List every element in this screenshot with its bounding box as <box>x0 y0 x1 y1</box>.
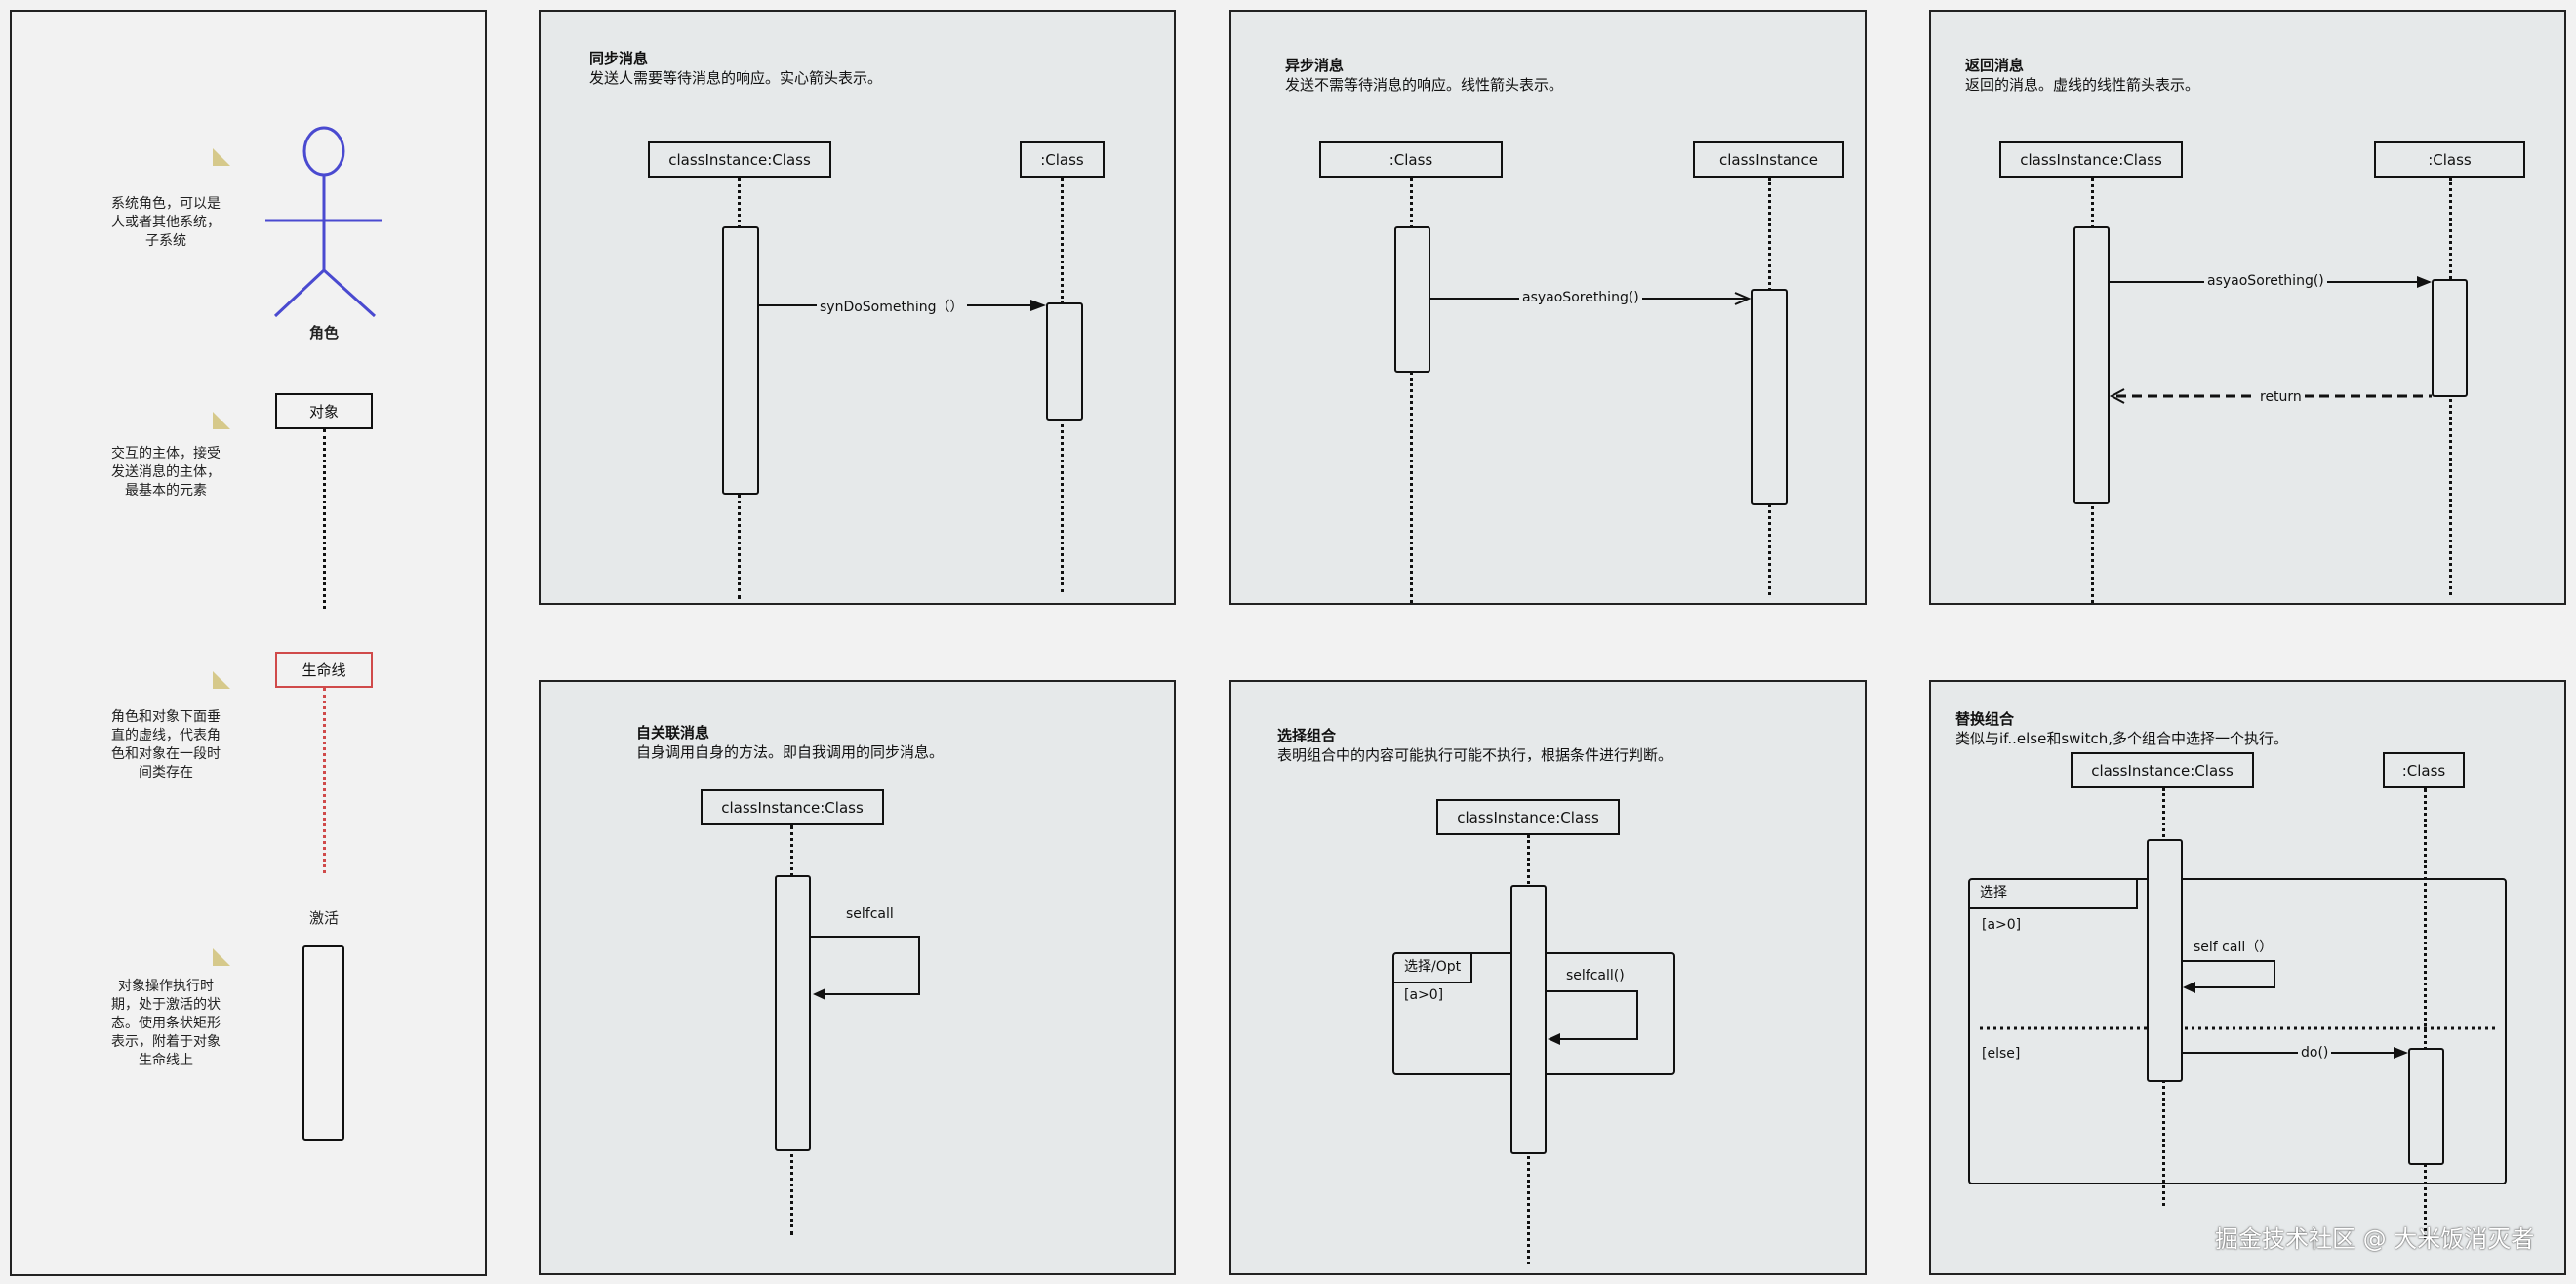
opt-frame-tag: 选择/Opt <box>1394 954 1473 983</box>
lifeline-red <box>323 688 326 873</box>
alt-frame-tag: 选择 <box>1970 880 2138 909</box>
object-lifeline <box>323 429 326 609</box>
self-call-arrow <box>811 936 920 1000</box>
alt-condition-2: [else] <box>1982 1046 2021 1062</box>
alt-condition-1: [a>0] <box>1982 917 2022 933</box>
async-title: 异步消息发送不需等待消息的响应。线性箭头表示。 <box>1285 57 1564 94</box>
sync-title: 同步消息发送人需要等待消息的响应。实心箭头表示。 <box>589 50 883 87</box>
alt-activation-a <box>2147 839 2183 1082</box>
self-object: classInstance:Class <box>701 789 884 825</box>
self-panel: 自关联消息自身调用自身的方法。即自我调用的同步消息。 classInstance… <box>539 680 1176 1275</box>
return-title: 返回消息返回的消息。虚线的线性箭头表示。 <box>1965 57 2200 94</box>
actor-label: 角色 <box>308 324 339 341</box>
sync-activation-a <box>722 226 759 495</box>
opt-self-call-arrow <box>1547 990 1638 1045</box>
note-marker-icon <box>213 948 230 966</box>
async-panel: 异步消息发送不需等待消息的响应。线性箭头表示。 :Class classInst… <box>1229 10 1867 605</box>
return-activation-b <box>2432 279 2468 397</box>
return-activation-a <box>2073 226 2110 504</box>
async-lifeline-a <box>1410 178 1413 603</box>
alt-lifeline-b <box>2424 788 2427 1239</box>
return-message-label: asyaoSorething() <box>2204 273 2327 289</box>
opt-self-call-label: selfcall() <box>1566 968 1625 983</box>
opt-condition: [a>0] <box>1404 987 1444 1003</box>
return-message-arrows <box>2109 276 2432 404</box>
actor-icon <box>265 126 382 318</box>
self-call-label: selfcall <box>846 906 894 922</box>
lifeline-note: 角色和对象下面垂直的虚线，代表角色和对象在一段时间类存在 <box>111 709 221 781</box>
alt-separator-and-arrows <box>1980 960 2499 1059</box>
actor-note: 系统角色，可以是人或者其他系统，子系统 <box>111 196 221 249</box>
opt-panel: 选择组合表明组合中的内容可能执行可能不执行，根据条件进行判断。 classIns… <box>1229 680 1867 1275</box>
activation-label: 激活 <box>308 909 339 927</box>
sync-panel: 同步消息发送人需要等待消息的响应。实心箭头表示。 classInstance:C… <box>539 10 1176 605</box>
return-object-b: :Class <box>2374 141 2525 178</box>
legend-panel: 系统角色，可以是人或者其他系统，子系统 角色 交互的主体，接受发送消息的主体，最… <box>10 10 487 1276</box>
object-note: 交互的主体，接受发送消息的主体，最基本的元素 <box>111 446 221 499</box>
self-activation <box>775 875 811 1151</box>
lifeline-box: 生命线 <box>275 652 373 688</box>
return-object-a: classInstance:Class <box>1999 141 2183 178</box>
return-reply-label: return <box>2257 389 2305 405</box>
async-activation-b <box>1751 289 1788 505</box>
async-message-arrow <box>1430 292 1751 305</box>
async-object-b: classInstance <box>1693 141 1844 178</box>
return-panel: 返回消息返回的消息。虚线的线性箭头表示。 classInstance:Class… <box>1929 10 2566 605</box>
alt-panel: 替换组合类似与if..else和switch,多个组合中选择一个执行。 clas… <box>1929 680 2566 1275</box>
object-box: 对象 <box>275 393 373 429</box>
opt-title: 选择组合表明组合中的内容可能执行可能不执行，根据条件进行判断。 <box>1277 727 1673 764</box>
note-marker-icon <box>213 671 230 689</box>
activation-note: 对象操作执行时期，处于激活的状态。使用条状矩形表示，附着于对象生命线上 <box>111 979 221 1068</box>
alt-title: 替换组合类似与if..else和switch,多个组合中选择一个执行。 <box>1955 710 2288 747</box>
opt-object: classInstance:Class <box>1436 799 1620 835</box>
sync-activation-b <box>1046 302 1083 421</box>
note-marker-icon <box>213 412 230 429</box>
activation-bar <box>302 945 344 1141</box>
alt-frame: 选择 [a>0] [else] <box>1968 878 2507 1184</box>
alt-self-call-label: self call（） <box>2194 940 2274 955</box>
async-object-a: :Class <box>1319 141 1503 178</box>
alt-activation-b <box>2408 1048 2444 1165</box>
alt-do-label: do() <box>2298 1045 2332 1061</box>
alt-object-a: classInstance:Class <box>2071 752 2254 788</box>
opt-activation <box>1510 885 1547 1154</box>
async-message-label: asyaoSorething() <box>1519 290 1642 305</box>
alt-object-b: :Class <box>2383 752 2465 788</box>
self-title: 自关联消息自身调用自身的方法。即自我调用的同步消息。 <box>636 724 945 761</box>
note-marker-icon <box>213 148 230 166</box>
watermark: 掘金技术社区 @ 大米饭消灭者 <box>2215 1225 2535 1253</box>
sync-message-label: synDoSomething（） <box>817 297 967 316</box>
sync-object-b: :Class <box>1020 141 1105 178</box>
async-activation-a <box>1394 226 1430 373</box>
sync-object-a: classInstance:Class <box>648 141 831 178</box>
